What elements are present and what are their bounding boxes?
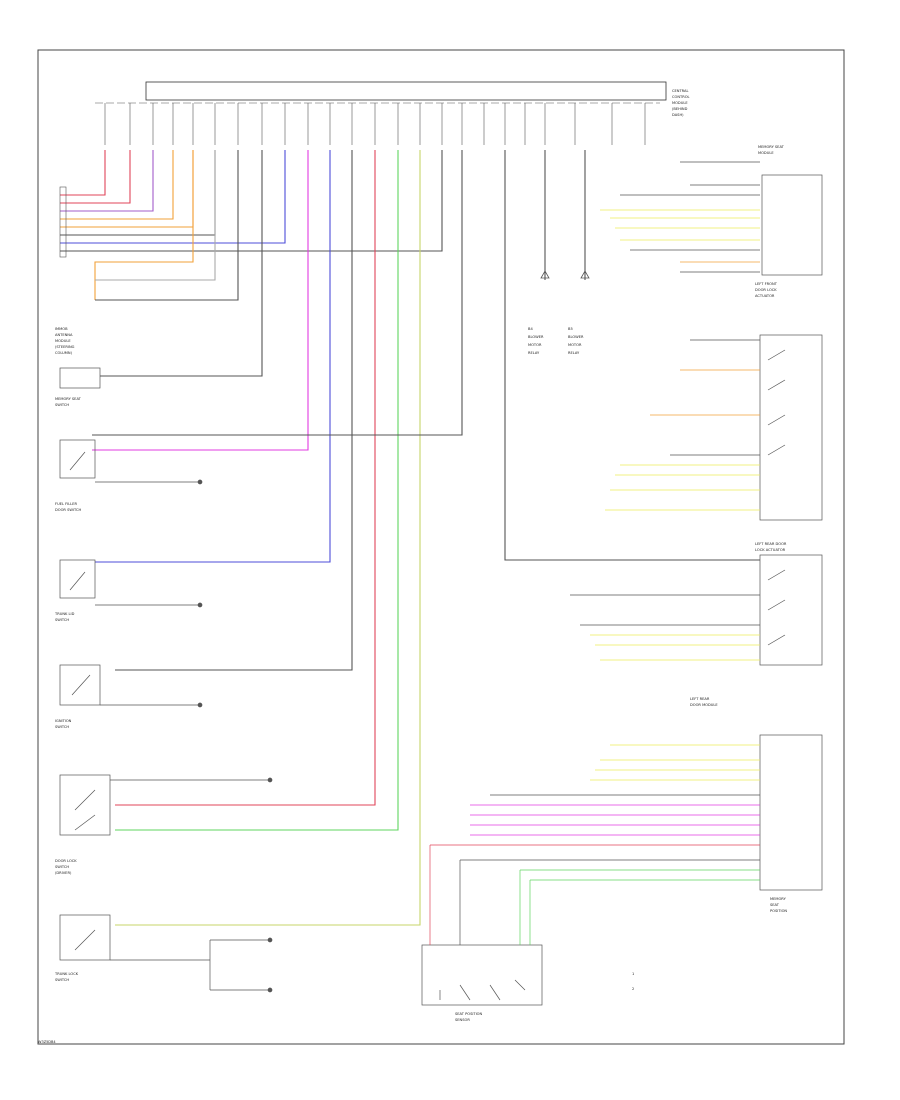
right-bottom-module: LEFT REAR DOOR MODULE MEMORY SEAT POSITI… — [430, 697, 823, 913]
bottom-connector: SEAT POSITION SENSOR — [421, 845, 543, 1022]
svg-text:ACTUATOR: ACTUATOR — [755, 294, 775, 298]
svg-text:TRUNK LOCK: TRUNK LOCK — [54, 972, 79, 976]
svg-text:RELAY: RELAY — [568, 351, 580, 355]
left-component-2: MEMORY SEAT SWITCH — [55, 367, 101, 407]
left-component-4: TRUNK LID SWITCH — [54, 559, 203, 622]
svg-text:CONTROL: CONTROL — [672, 95, 690, 99]
svg-text:LEFT REAR DOOR: LEFT REAR DOOR — [755, 542, 787, 546]
svg-text:SWITCH: SWITCH — [55, 725, 69, 729]
main-harness-wires — [60, 150, 760, 926]
svg-text:ANTENNA: ANTENNA — [55, 333, 73, 337]
svg-text:POSITION: POSITION — [770, 909, 787, 913]
right-mid-module: LEFT FRONT DOOR LOCK ACTUATOR — [605, 282, 823, 521]
svg-text:SEAT POSITION: SEAT POSITION — [455, 1012, 482, 1016]
svg-text:COLUMN): COLUMN) — [55, 351, 73, 355]
svg-text:DOOR SWITCH: DOOR SWITCH — [55, 508, 81, 512]
top-module-pins — [104, 103, 646, 145]
svg-text:MEMORY SEAT: MEMORY SEAT — [55, 397, 82, 401]
svg-text:RELAY: RELAY — [528, 351, 540, 355]
top-module: CENTRAL CONTROL MODULE (BEHIND DASH) — [95, 81, 690, 117]
svg-text:SWITCH: SWITCH — [55, 618, 69, 622]
svg-text:LEFT REAR: LEFT REAR — [690, 697, 710, 701]
svg-text:SENSOR: SENSOR — [455, 1018, 470, 1022]
svg-text:DOOR LOCK: DOOR LOCK — [755, 288, 777, 292]
right-top-module: MEMORY SEAT MODULE — [600, 145, 823, 276]
svg-text:(DRIVER): (DRIVER) — [55, 871, 72, 875]
left-component-3: FUEL FILLER DOOR SWITCH — [55, 439, 203, 512]
svg-text:DOOR MODULE: DOOR MODULE — [690, 703, 718, 707]
left-component-7: TRUNK LOCK SWITCH — [54, 914, 273, 993]
svg-text:DOOR LOCK: DOOR LOCK — [55, 859, 77, 863]
left-component-1: IMMOB ANTENNA MODULE (STEERING COLUMN) — [55, 186, 75, 355]
svg-text:SEAT: SEAT — [770, 903, 780, 907]
svg-text:MEMORY SEAT: MEMORY SEAT — [758, 145, 785, 149]
svg-text:TRUNK LID: TRUNK LID — [54, 612, 75, 616]
svg-text:MEMORY: MEMORY — [770, 897, 787, 901]
svg-text:SWITCH: SWITCH — [55, 978, 69, 982]
svg-text:SWITCH: SWITCH — [55, 403, 69, 407]
svg-text:SWITCH: SWITCH — [55, 865, 69, 869]
svg-text:LOCK ACTUATOR: LOCK ACTUATOR — [755, 548, 786, 552]
svg-text:MOTOR: MOTOR — [568, 343, 582, 347]
svg-text:FUEL FILLER: FUEL FILLER — [55, 502, 78, 506]
figure-id: W3Z5DB4 — [38, 1040, 56, 1044]
left-component-5: IGNITION SWITCH — [55, 664, 203, 729]
svg-text:MODULE: MODULE — [55, 339, 71, 343]
svg-text:BLOWER: BLOWER — [568, 335, 584, 339]
mid-module-labels: B4 BLOWER MOTOR RELAY B5 BLOWER MOTOR RE… — [528, 327, 584, 355]
svg-text:B5: B5 — [568, 327, 573, 331]
svg-text:IGNITION: IGNITION — [55, 719, 72, 723]
left-component-6: DOOR LOCK SWITCH (DRIVER) — [55, 774, 273, 875]
svg-text:MODULE: MODULE — [758, 151, 774, 155]
legend-marker-1: 1 — [632, 972, 634, 976]
svg-text:B4: B4 — [528, 327, 533, 331]
legend: 1 2 — [632, 972, 634, 991]
svg-text:LEFT FRONT: LEFT FRONT — [755, 282, 778, 286]
right-lower-module: LEFT REAR DOOR LOCK ACTUATOR — [570, 542, 823, 666]
legend-marker-2: 2 — [632, 987, 634, 991]
svg-text:CENTRAL: CENTRAL — [672, 89, 688, 93]
diagram-frame — [37, 49, 845, 1045]
svg-text:DASH): DASH) — [672, 113, 684, 117]
svg-text:BLOWER: BLOWER — [528, 335, 544, 339]
svg-text:MODULE: MODULE — [672, 101, 688, 105]
ground-symbols — [540, 270, 590, 279]
svg-text:MOTOR: MOTOR — [528, 343, 542, 347]
svg-text:(BEHIND: (BEHIND — [672, 107, 688, 111]
svg-text:IMMOB: IMMOB — [55, 327, 68, 331]
svg-text:(STEERING: (STEERING — [55, 345, 75, 349]
